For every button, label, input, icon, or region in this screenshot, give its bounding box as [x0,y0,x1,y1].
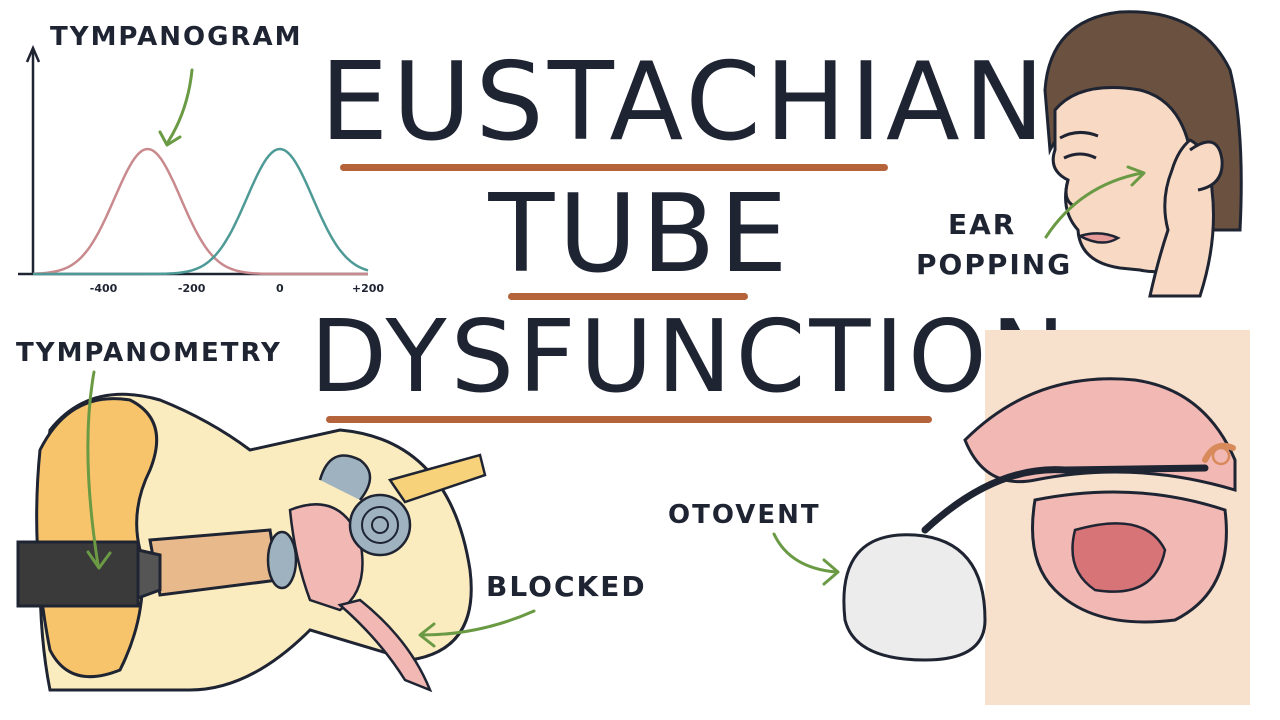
eustachian-tube-opening [1202,442,1236,463]
auditory-nerve [387,453,487,504]
otovent-balloon [842,533,987,662]
eardrum [266,530,298,590]
eye [1063,152,1097,160]
tympanometry-label: TYMPANOMETRY [16,338,282,368]
tympanogram-curve-1 [32,147,368,276]
ear-popping-arrow [1044,165,1146,239]
x-tick-label: +200 [352,282,385,295]
woman-face-illustration [1043,10,1243,298]
tympanogram-arrow [166,68,194,144]
title-underline-1 [340,164,888,171]
blocked-arrow [418,609,536,648]
title-underline-2 [508,293,748,300]
tongue [1071,522,1167,593]
title-line-1: EUSTACHIAN [320,40,1049,165]
tympanometer-probe-body [16,540,140,608]
tympanogram-label: TYMPANOGRAM [50,22,303,52]
semicircular-canals [318,454,372,501]
nasal-passage [963,377,1237,493]
middle-ear [288,503,364,612]
ear [1189,140,1224,192]
otovent-label: OTOVENT [668,500,821,530]
tympanometry-arrow [86,370,100,567]
x-tick-label: -200 [178,282,206,295]
tympanometer-probe-tip [136,548,162,601]
cochlea [348,493,412,557]
tympanogram-arrowhead [158,130,182,147]
title-underline-3 [326,416,932,423]
ear-popping-label-line2: POPPING [916,248,1073,281]
otovent-arrow [772,532,840,586]
eustachian-tube [337,598,433,693]
y-axis-arrowhead [25,44,41,63]
title-line-2: TUBE [488,172,792,297]
ear-popping-label-line1: EAR [948,208,1017,241]
nasal-cavity-illustration [842,330,1250,705]
nose-tube [921,464,1209,534]
mouth [1076,232,1121,244]
x-tick-label: 0 [276,282,284,295]
ear-anatomy-illustration [16,370,487,693]
blocked-label: BLOCKED [486,570,647,603]
eyebrow [1059,131,1099,140]
x-tick-label: -400 [90,282,118,295]
middle-ear-marker [1211,446,1231,466]
tympanogram-curve-2 [33,147,369,276]
title-line-3: DYSFUNCTION [310,298,1070,415]
tympanogram-chart: -400 -200 0 +200 [18,44,384,295]
